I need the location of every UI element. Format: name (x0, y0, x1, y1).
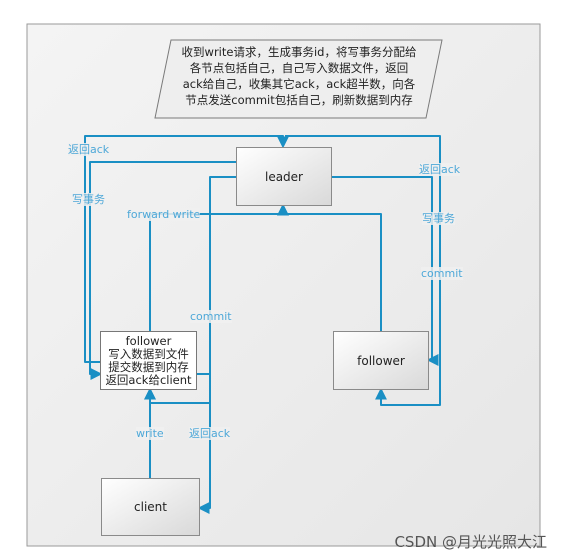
follower-left-line: follower (125, 333, 172, 348)
note-line: ack给自己，收集其它ack，ack超半数，向各 (182, 77, 416, 91)
edge-label-forward-write: forward write (127, 208, 201, 221)
note-shape (154, 39, 443, 119)
edge-commit-right (285, 135, 441, 406)
note-text: 收到write请求，生成事务id，将写事务分配给 各节点包括自己，自己写入数据文… (164, 44, 434, 108)
note-line: 收到write请求，生成事务id，将写事务分配给 (181, 45, 417, 59)
leader-label: leader (264, 169, 303, 184)
follower-left-line: 写入数据到文件 (108, 346, 189, 361)
edge-label-commit-right: commit (421, 267, 463, 280)
leader-node: leader (236, 147, 332, 206)
follower-left-line: 返回ack给client (105, 372, 192, 387)
note-line: 各节点包括自己，自己写入数据文件，返回 (189, 61, 409, 75)
follower-left-line: 提交数据到内存 (108, 359, 189, 374)
client-node: client (101, 478, 200, 536)
edge-label-write-tx-left: 写事务 (72, 193, 105, 206)
follower-right-node: follower (333, 331, 429, 390)
edge-return-ack-right (277, 203, 382, 332)
edge-return-ack-client (196, 373, 211, 514)
follower-right-label: follower (357, 353, 405, 368)
edge-label-return-ack-right: 返回ack (419, 163, 461, 176)
edge-label-commit-mid: commit (190, 310, 232, 323)
watermark: CSDN @月光光照大江 (394, 533, 547, 551)
client-label: client (134, 500, 167, 514)
follower-left-node: follower 写入数据到文件 提交数据到内存 返回ack给client (100, 331, 197, 390)
edge-label-return-ack-client: 返回ack (189, 427, 231, 440)
edge-label-write-tx-right: 写事务 (422, 212, 455, 225)
edge-label-return-ack-left: 返回ack (68, 143, 110, 156)
edge-return-ack-left (84, 135, 289, 363)
note-line: 节点发送commit包括自己，刷新数据到内存 (185, 93, 413, 107)
edge-write-tx-left (89, 161, 236, 380)
edge-label-write-client: write (136, 427, 164, 440)
